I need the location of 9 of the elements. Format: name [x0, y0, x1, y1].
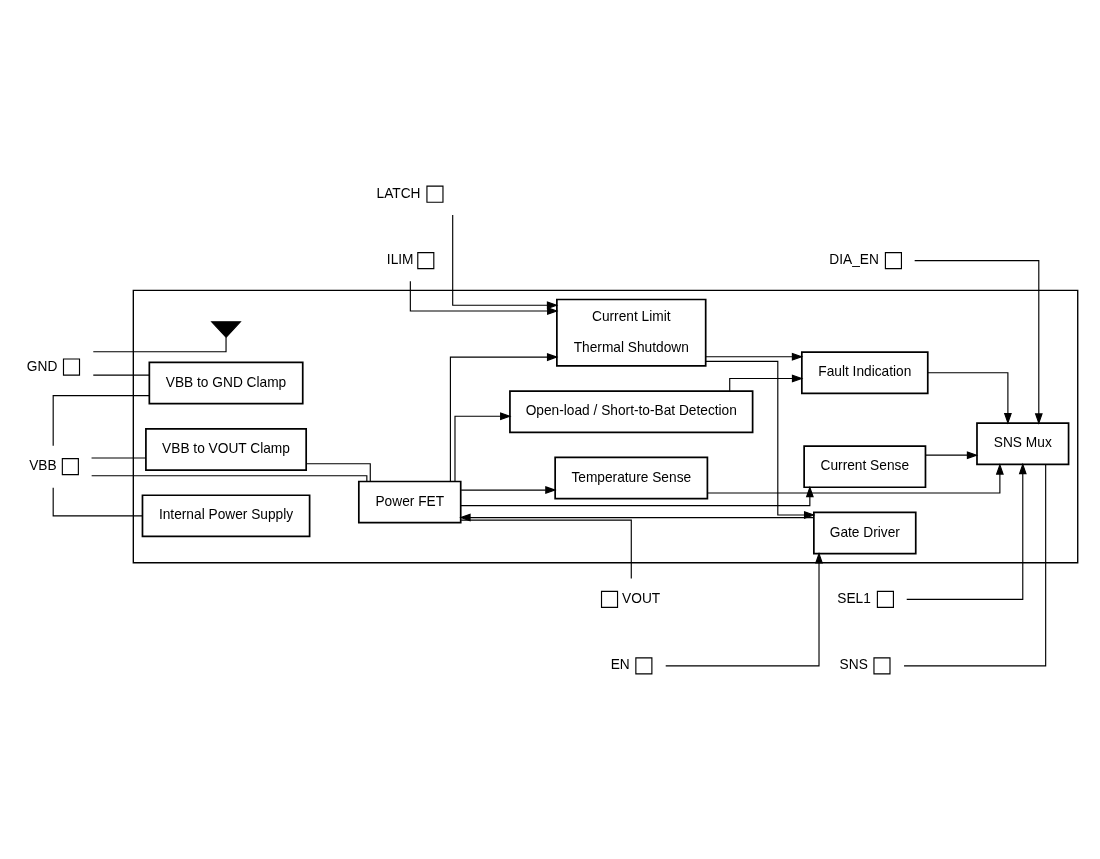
- node-label: EN: [610, 656, 630, 672]
- node-label: DIA_EN: [829, 251, 879, 267]
- node-label: SNS: [839, 656, 868, 672]
- node-label: SEL1: [837, 590, 871, 606]
- node-label: ILIM: [386, 251, 414, 267]
- node-label: VBB: [29, 457, 57, 473]
- node-label: GND: [26, 358, 58, 374]
- node-label: VOUT: [622, 590, 661, 606]
- node-label: LATCH: [376, 185, 421, 201]
